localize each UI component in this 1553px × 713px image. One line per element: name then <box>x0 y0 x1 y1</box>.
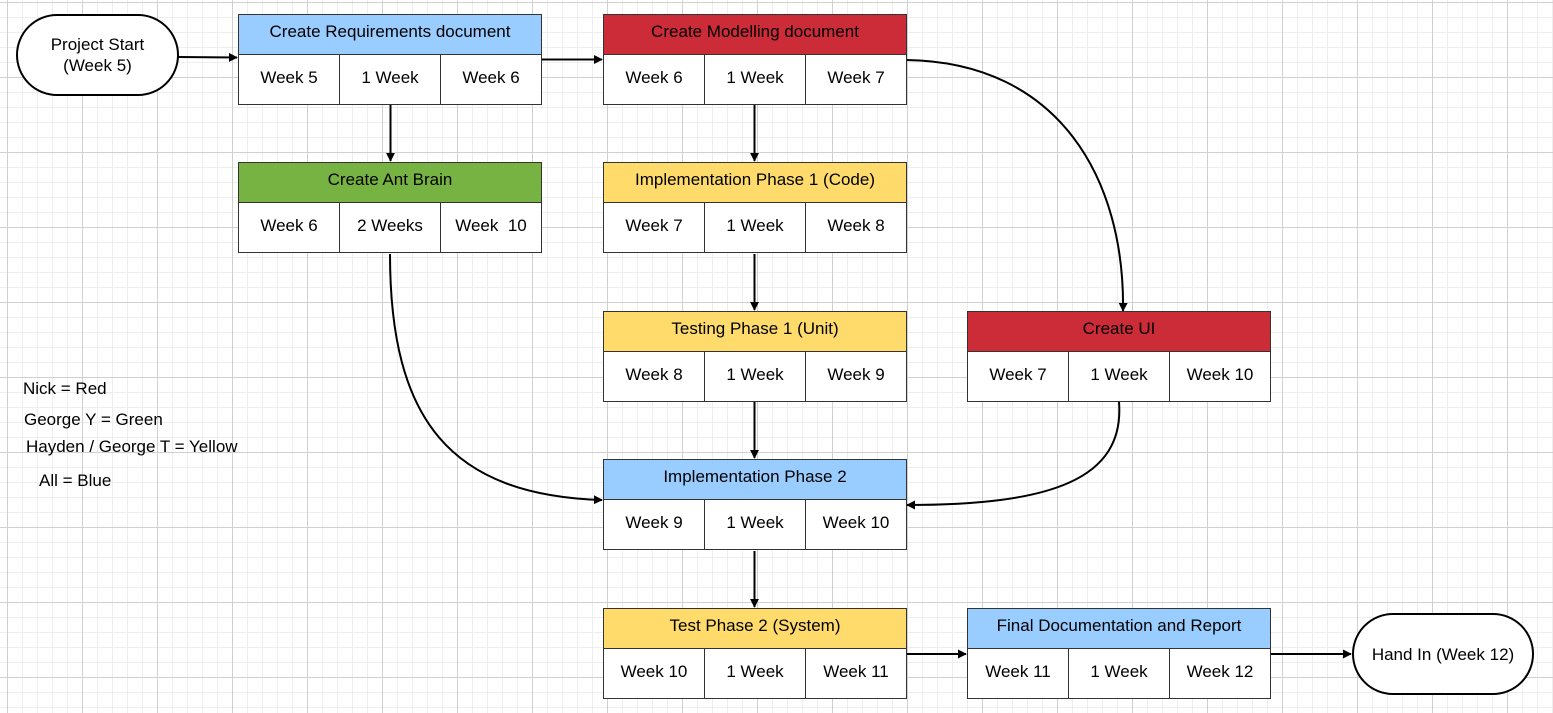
task-end-week: Week 7 <box>827 67 885 87</box>
arrow-create-ui-to-implementation-2 <box>906 401 1121 510</box>
task-create-ui: Create UI Week 7 1 Week Week 10 <box>967 311 1271 402</box>
task-duration: 2 Weeks <box>340 203 441 252</box>
task-start-week: Week 11 <box>968 649 1069 698</box>
arrow-modelling-to-create-ui <box>905 59 1128 312</box>
task-title: Implementation Phase 2 <box>604 460 906 500</box>
task-create-requirements-document: Create Requirements document Week 5 1 We… <box>238 14 542 105</box>
task-start-week: Week 8 <box>604 352 705 401</box>
task-end-week: Week 8 <box>827 215 885 235</box>
task-start-week: Week 7 <box>968 352 1069 401</box>
task-end-week: Week 12 <box>1186 661 1254 681</box>
task-start-week: Week 10 <box>604 649 705 698</box>
task-duration: 1 Week <box>705 352 806 401</box>
project-start-week: (Week 5) <box>63 56 132 75</box>
task-title: Create UI <box>968 312 1270 352</box>
legend-all: All = Blue <box>39 471 112 490</box>
task-test-phase-2: Test Phase 2 (System) Week 10 1 Week Wee… <box>603 608 907 699</box>
task-title: Final Documentation and Report <box>968 609 1270 649</box>
hand-in-label: Hand In (Week 12) <box>1371 644 1515 664</box>
task-title: Testing Phase 1 (Unit) <box>604 312 906 352</box>
task-duration: 1 Week <box>705 649 806 698</box>
task-start-week: Week 9 <box>604 500 705 549</box>
task-start-week: Week 6 <box>239 203 340 252</box>
task-title: Create Modelling document <box>604 15 906 55</box>
task-duration: 1 Week <box>340 55 441 104</box>
task-end-week: Week 10 <box>455 215 527 235</box>
arrow-start-to-requirements <box>177 52 238 62</box>
task-implementation-phase-2: Implementation Phase 2 Week 9 1 Week Wee… <box>603 459 907 550</box>
task-final-documentation-and-report: Final Documentation and Report Week 11 1… <box>967 608 1271 699</box>
task-duration: 1 Week <box>705 500 806 549</box>
task-start-week: Week 7 <box>604 203 705 252</box>
task-start-week: Week 6 <box>604 55 705 104</box>
task-title: Implementation Phase 1 (Code) <box>604 163 906 203</box>
project-start-node: Project Start (Week 5) <box>16 14 179 96</box>
task-duration: 1 Week <box>1069 352 1170 401</box>
task-create-ant-brain: Create Ant Brain Week 6 2 Weeks Week 10 <box>238 162 542 253</box>
task-end-week: Week 6 <box>462 67 520 87</box>
task-end-week: Week 9 <box>827 364 885 384</box>
hand-in-node: Hand In (Week 12) <box>1352 613 1534 695</box>
task-testing-phase-1: Testing Phase 1 (Unit) Week 8 1 Week Wee… <box>603 311 907 402</box>
task-end-week: Week 11 <box>823 661 889 681</box>
task-duration: 1 Week <box>705 55 806 104</box>
task-end-week: Week 10 <box>822 512 890 532</box>
legend-hayden-george-t: Hayden / George T = Yellow <box>26 437 238 456</box>
legend-george-y: George Y = Green <box>24 410 163 429</box>
task-start-week: Week 5 <box>239 55 340 104</box>
legend-nick: Nick = Red <box>23 379 107 398</box>
task-implementation-phase-1: Implementation Phase 1 (Code) Week 7 1 W… <box>603 162 907 253</box>
project-start-label: Project Start <box>50 35 145 54</box>
task-duration: 1 Week <box>705 203 806 252</box>
task-end-week: Week 10 <box>1186 364 1254 384</box>
task-create-modelling-document: Create Modelling document Week 6 1 Week … <box>603 14 907 105</box>
task-duration: 1 Week <box>1069 649 1170 698</box>
task-title: Test Phase 2 (System) <box>604 609 906 649</box>
task-title: Create Ant Brain <box>239 163 541 203</box>
arrow-ant-brain-to-implementation-2 <box>389 253 603 505</box>
task-title: Create Requirements document <box>239 15 541 55</box>
